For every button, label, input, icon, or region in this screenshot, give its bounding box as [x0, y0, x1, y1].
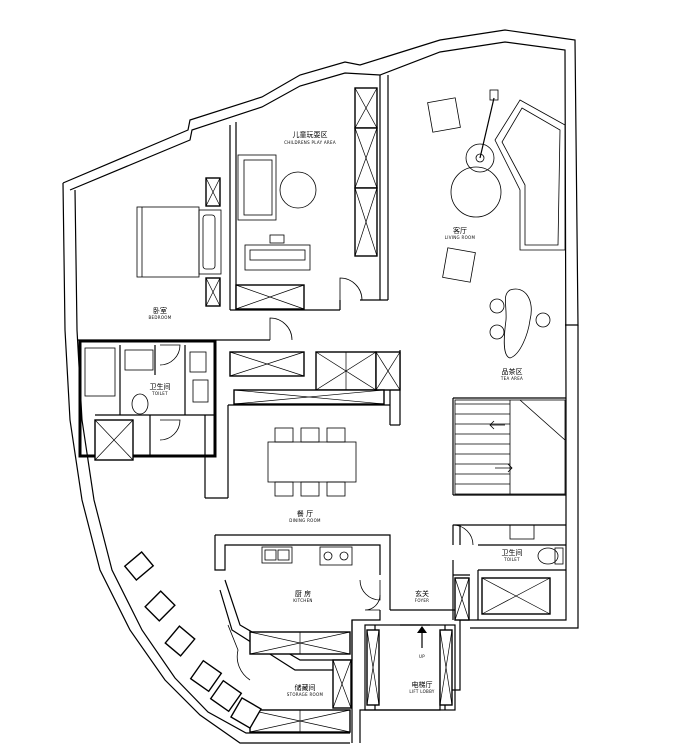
dining-label-zh: 餐 厅 [297, 509, 313, 518]
room-labels: 儿童玩耍区 CHILDRENS PLAY AREA 客厅 LIVING ROOM… [149, 130, 523, 697]
storage-label-zh: 储藏间 [295, 683, 316, 692]
kitchen-label-zh: 厨 房 [295, 589, 311, 598]
toilet-left-label-zh: 卫生间 [150, 382, 171, 391]
children-play-label-en: CHILDRENS PLAY AREA [284, 140, 336, 145]
dining-label-en: DINING ROOM [289, 518, 321, 523]
kitchen-label-en: KITCHEN [293, 598, 312, 603]
bedroom-label-zh: 卧室 [153, 306, 167, 315]
furniture [84, 89, 566, 566]
tea-label-en: TEA AREA [500, 376, 523, 381]
lift-marker-label: UP [419, 654, 425, 659]
toilet-right-label-zh: 卫生间 [502, 548, 523, 557]
cabinets [94, 87, 551, 733]
toilet-right-label-en: TOILET [503, 557, 520, 562]
lift-label-zh: 电梯厅 [412, 680, 433, 689]
interior-walls [77, 75, 566, 743]
storage-label-en: STORAGE ROOM [287, 692, 324, 697]
curved-storage [123, 551, 262, 729]
living-label-en: LIVING ROOM [445, 235, 476, 240]
lift-up-arrow: UP [417, 626, 427, 659]
foyer-label-zh: 玄关 [415, 589, 429, 598]
doors [159, 277, 474, 681]
toilet-left-label-en: TOILET [151, 391, 168, 396]
tea-label-zh: 品茶区 [502, 367, 523, 376]
bedroom-label-en: BEDROOM [149, 315, 172, 320]
staircase [454, 399, 566, 495]
lift-label-en: LIFT LOBBY [409, 689, 435, 694]
living-label-zh: 客厅 [453, 226, 467, 235]
children-play-label-zh: 儿童玩耍区 [293, 130, 328, 139]
foyer-label-en: FOYER [415, 598, 429, 603]
